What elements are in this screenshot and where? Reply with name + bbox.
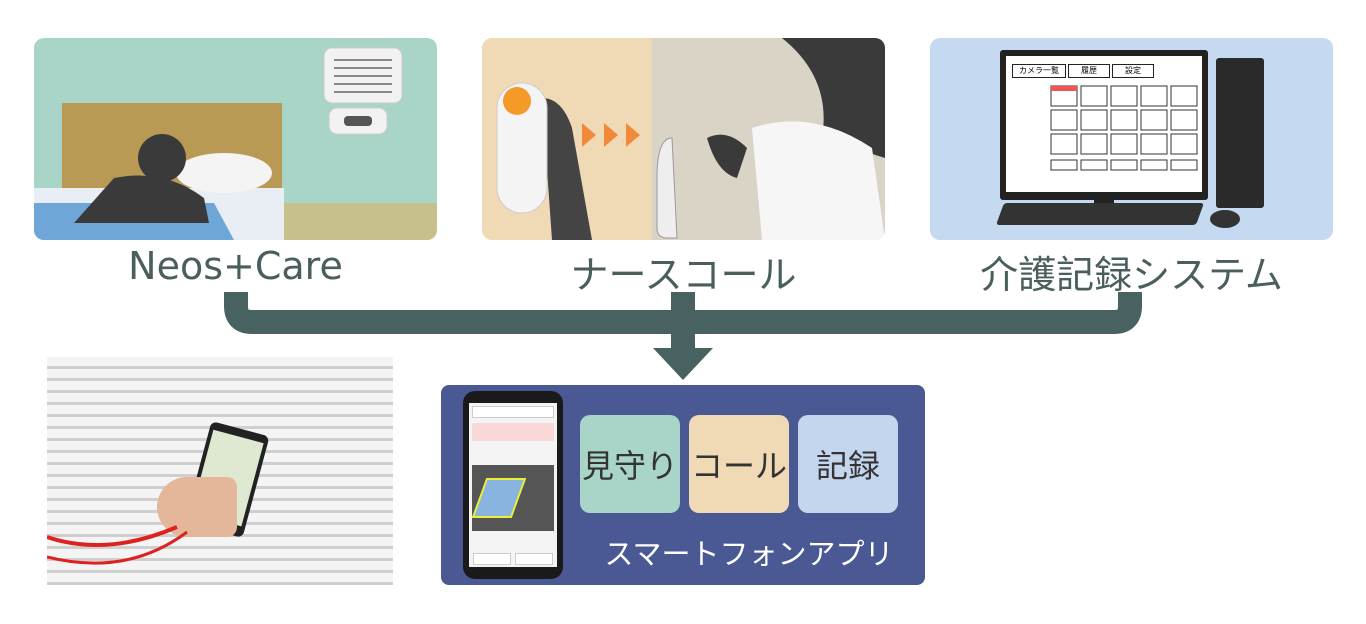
monitor-icon: カメラ一覧 履歴 設定 [1000, 50, 1208, 212]
pc-tower-icon [1216, 58, 1264, 208]
mouse-icon [1210, 210, 1240, 228]
neos-care-label: Neos+Care [128, 244, 343, 288]
monitor-tab: カメラ一覧 [1012, 64, 1066, 78]
care-record-label: 介護記録システム [980, 253, 1283, 297]
call-button[interactable]: コール [689, 415, 789, 513]
smartphone-photo [47, 357, 393, 585]
neos-care-illustration [34, 38, 437, 240]
watch-button[interactable]: 見守り [580, 415, 680, 513]
care-record-illustration: カメラ一覧 履歴 設定 [930, 38, 1333, 240]
nurse-call-label: ナースコール [570, 253, 797, 297]
nurse-call-icon [496, 38, 885, 240]
nurse-call-illustration [482, 38, 885, 240]
app-screenshot-phone [463, 391, 563, 579]
app-title: スマートフォンアプリ [604, 537, 894, 571]
bed-sensor-icon [34, 47, 437, 240]
smartphone-app-panel: 見守り コール 記録 スマートフォンアプリ [441, 385, 925, 585]
monitor-tab: 設定 [1112, 64, 1154, 78]
monitor-tab: 履歴 [1068, 64, 1110, 78]
record-button[interactable]: 記録 [798, 415, 898, 513]
